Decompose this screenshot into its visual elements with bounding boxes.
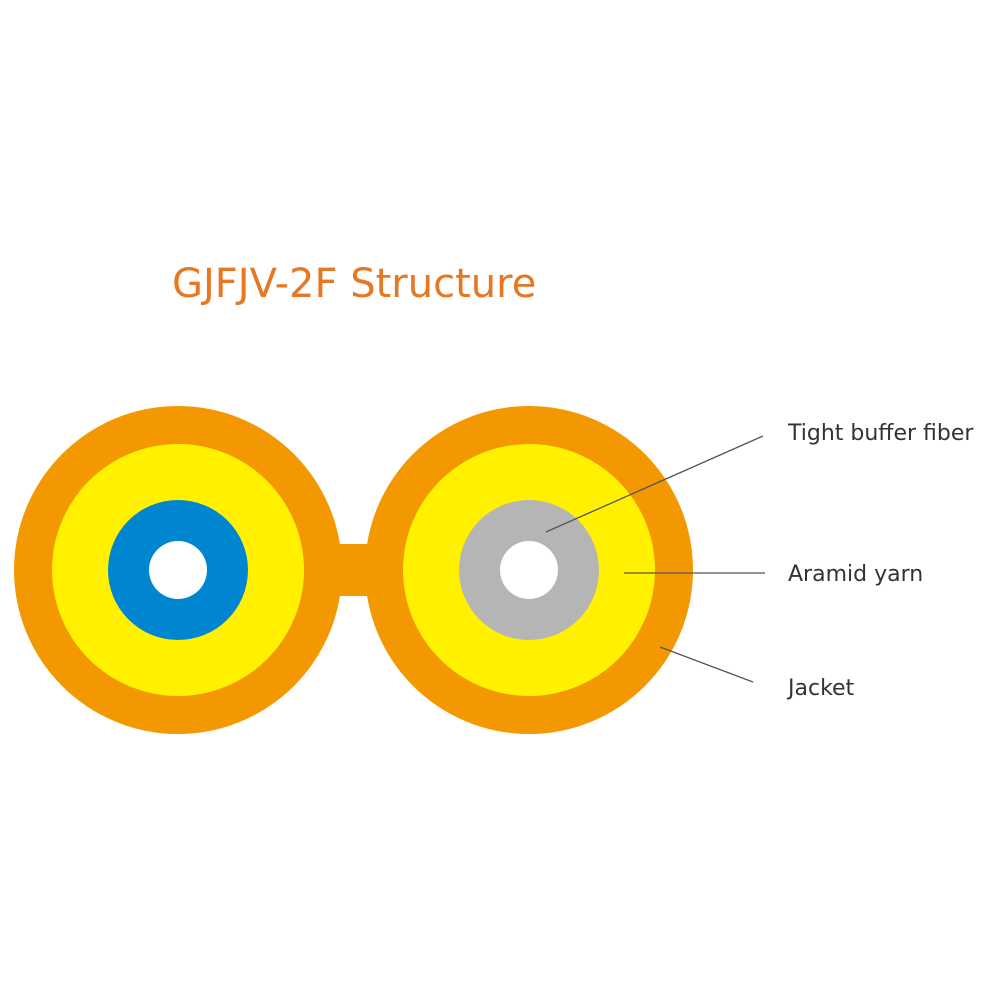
aramid-yarn-label: Aramid yarn <box>788 562 924 587</box>
left-fiber-unit <box>14 406 342 734</box>
page-title: GJFJV-2F Structure <box>172 261 537 307</box>
right-fiber-core <box>500 541 558 599</box>
tight-buffer-fiber-label: Tight buffer fiber <box>788 421 974 446</box>
tight-buffer-leader-line <box>545 435 764 533</box>
left-fiber-core <box>149 541 207 599</box>
jacket-leader-line <box>659 646 754 683</box>
jacket-label: Jacket <box>788 676 855 701</box>
right-fiber-unit <box>365 406 693 734</box>
